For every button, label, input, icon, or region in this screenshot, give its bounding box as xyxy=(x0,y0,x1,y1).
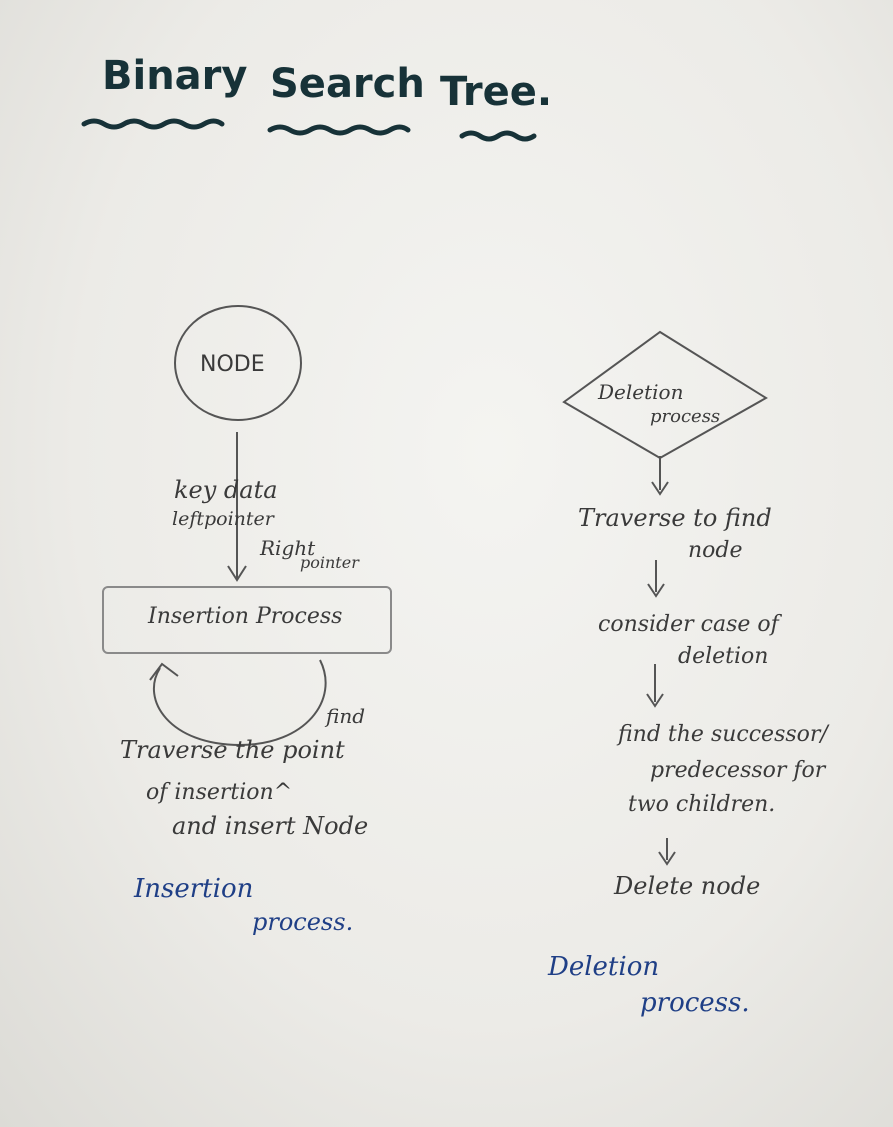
traverse-line-1: Traverse the point xyxy=(120,736,345,764)
diamond-label-line-2: process xyxy=(650,406,721,427)
insertion-loop-arc xyxy=(153,659,327,747)
find-caret-label: find xyxy=(326,704,366,728)
title-underline-1 xyxy=(81,118,225,130)
traverse-line-3: and insert Node xyxy=(172,812,369,840)
node-circle xyxy=(174,305,302,421)
deletion-caption-line-1: Deletion xyxy=(548,952,660,982)
diamond-label-line-1: Deletion xyxy=(598,380,684,404)
right-label: Right xyxy=(260,536,316,560)
step-3-line-3: two children. xyxy=(628,792,776,817)
step-2-line-1: consider case of xyxy=(598,612,779,637)
arrowhead-3 xyxy=(646,693,664,708)
insertion-process-box xyxy=(102,586,392,654)
traverse-line-2: of insertion^ xyxy=(146,780,293,805)
title-word-tree: Tree. xyxy=(440,69,553,115)
step-3-line-1: find the successor/ xyxy=(618,722,828,747)
title-underline-3 xyxy=(459,130,537,142)
arrowhead-4 xyxy=(658,851,676,866)
step-1-line-1: Traverse to find xyxy=(578,504,772,532)
key-data-label: key data xyxy=(174,476,278,504)
step-1-line-2: node xyxy=(688,538,743,563)
left-pointer-label: leftpointer xyxy=(172,508,274,530)
step-4-label: Delete node xyxy=(614,872,761,900)
step-2-line-2: deletion xyxy=(678,644,769,669)
insertion-caption-line-2: process. xyxy=(252,908,354,936)
node-to-insertion-arrowhead xyxy=(227,565,247,582)
insertion-loop-arrowhead xyxy=(149,662,179,681)
node-label: NODE xyxy=(200,352,265,377)
title-word-binary: Binary xyxy=(102,53,248,99)
insertion-box-label: Insertion Process xyxy=(148,604,343,629)
title-underline-2 xyxy=(267,124,411,136)
right-pointer-label: pointer xyxy=(300,553,359,572)
title-word-search: Search xyxy=(270,61,425,107)
insertion-caption-line-1: Insertion xyxy=(134,874,254,904)
deletion-caption-line-2: process. xyxy=(640,988,750,1018)
arrowhead-1 xyxy=(651,481,669,496)
arrowhead-2 xyxy=(647,583,665,598)
step-3-line-2: predecessor for xyxy=(650,758,826,783)
